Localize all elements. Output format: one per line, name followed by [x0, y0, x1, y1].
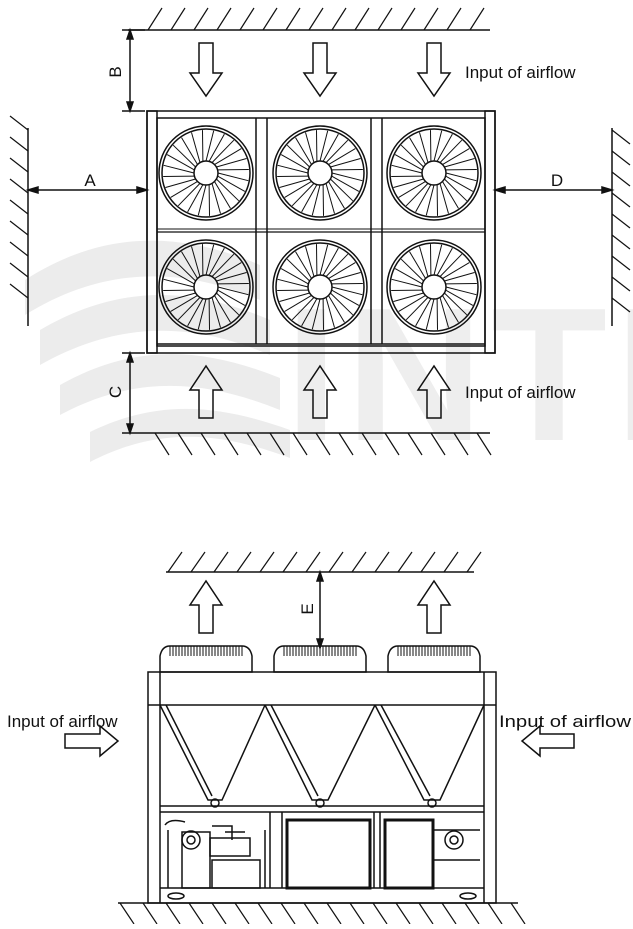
airflow-arrow-down — [304, 43, 336, 96]
airflow-arrows-top — [190, 43, 450, 96]
dim-label-e: E — [298, 603, 317, 614]
fan-shroud — [274, 646, 366, 672]
watermark-text: INTI — [285, 269, 633, 481]
dimension-e — [317, 572, 323, 648]
top-wall — [128, 8, 490, 30]
fan-shroud — [160, 646, 252, 672]
airflow-arrow-up — [190, 581, 222, 633]
fan-shrouds — [160, 646, 480, 672]
airflow-arrow-up — [418, 581, 450, 633]
airflow-label-left: Input of airflow — [7, 712, 118, 731]
side-view — [65, 552, 574, 924]
fan-shroud — [388, 646, 480, 672]
fan-icon — [273, 126, 367, 220]
fan-icon — [387, 126, 481, 220]
airflow-label-right: Input of airflow — [499, 712, 632, 731]
ceiling-wall — [166, 552, 481, 572]
fan-icon — [159, 126, 253, 220]
airflow-arrow-down — [418, 43, 450, 96]
watermark: INTI — [25, 241, 633, 481]
dim-label-d: D — [551, 171, 563, 190]
airflow-arrow-down — [190, 43, 222, 96]
dimension-b — [122, 30, 145, 111]
ground-floor — [118, 903, 525, 924]
dim-label-b: B — [106, 66, 125, 77]
dim-label-c: C — [106, 386, 125, 398]
dim-label-a: A — [84, 171, 96, 190]
airflow-label-bottom: Input of airflow — [465, 383, 576, 402]
airflow-label-top: Input of airflow — [465, 63, 576, 82]
unit-side-body — [148, 672, 496, 903]
